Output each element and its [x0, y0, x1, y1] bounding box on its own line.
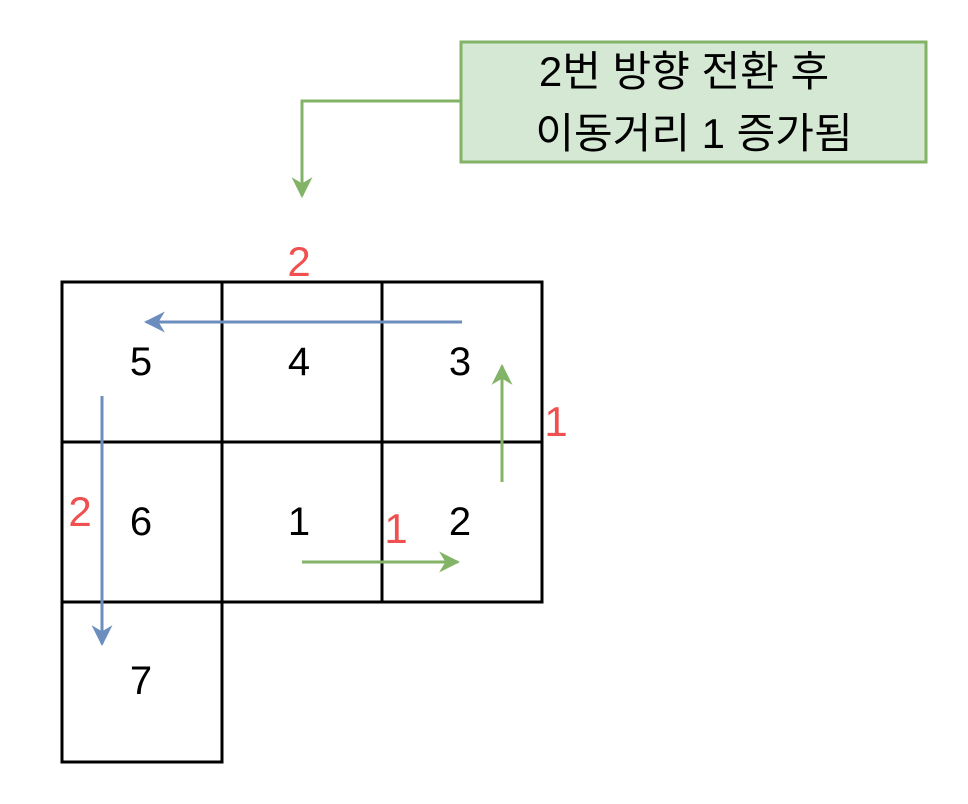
cell-label-5: 5	[130, 340, 152, 384]
grid-cell-2	[380, 440, 544, 604]
step-label-right-side: 1	[544, 398, 567, 445]
cell-label-3: 3	[449, 340, 471, 384]
cell-label-6: 6	[130, 500, 152, 544]
step-label-top: 2	[287, 238, 310, 285]
cell-label-1: 1	[288, 500, 310, 544]
callout-connector-arrow	[291, 99, 461, 199]
cell-label-4: 4	[288, 340, 310, 384]
callout-line-1: 2번 방향 전환 후	[539, 48, 829, 95]
grid	[60, 280, 544, 764]
cell-label-2: 2	[449, 500, 471, 544]
step-label-inner: 1	[384, 505, 407, 552]
step-label-left-side: 2	[68, 488, 91, 535]
callout-line-2: 이동거리 1 증가됨	[535, 110, 852, 157]
cell-label-7: 7	[130, 659, 152, 703]
callout-box	[459, 40, 928, 164]
grid-cell-7	[60, 600, 224, 764]
